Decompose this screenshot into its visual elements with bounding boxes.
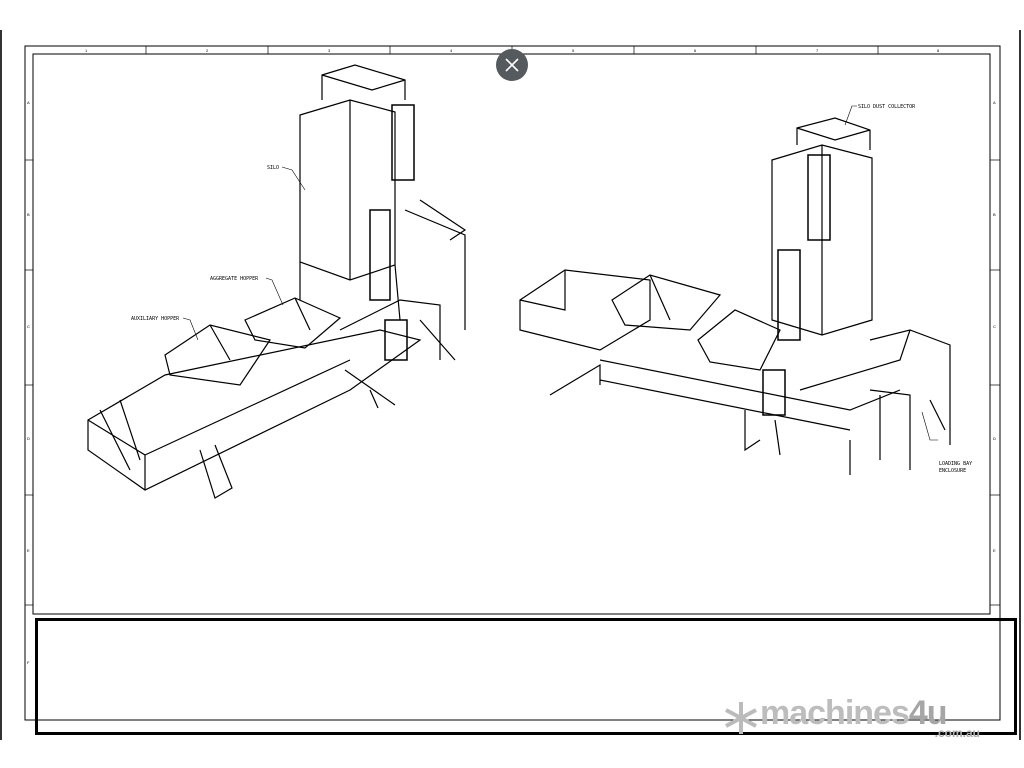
svg-text:1: 1 xyxy=(85,48,88,53)
plant-right xyxy=(519,117,951,475)
svg-text:B: B xyxy=(993,212,996,217)
label-auxiliary-hopper: AUXILIARY HOPPER xyxy=(131,316,180,322)
svg-text:8: 8 xyxy=(937,48,940,53)
caption-box xyxy=(35,618,1017,735)
svg-text:6: 6 xyxy=(694,48,697,53)
svg-text:D: D xyxy=(993,436,996,441)
svg-text:5: 5 xyxy=(572,48,575,53)
svg-text:D: D xyxy=(27,436,30,441)
leaders xyxy=(182,105,938,441)
svg-text:A: A xyxy=(27,100,30,105)
label-loading-bay: LOADING BAY xyxy=(939,461,972,467)
svg-text:A: A xyxy=(993,100,996,105)
inner-border xyxy=(32,53,991,615)
svg-text:7: 7 xyxy=(816,48,819,53)
column-markers: 1 2 3 4 5 6 7 8 xyxy=(85,48,940,53)
close-button[interactable] xyxy=(496,49,528,81)
outer-border xyxy=(24,45,1001,721)
label-silo-dust-collector: SILO DUST COLLECTOR xyxy=(858,104,916,110)
label-silo: SILO xyxy=(267,165,279,171)
svg-text:E: E xyxy=(993,548,996,553)
close-icon xyxy=(505,58,519,72)
svg-text:3: 3 xyxy=(328,48,331,53)
snowflake-logo-icon xyxy=(725,702,757,734)
label-aggregate-hopper: AGGREGATE HOPPER xyxy=(210,276,259,282)
svg-text:2: 2 xyxy=(206,48,209,53)
svg-text:F: F xyxy=(27,660,30,665)
svg-text:E: E xyxy=(27,548,30,553)
plant-left xyxy=(87,64,467,499)
watermark-logo: machines4u .com.au xyxy=(722,694,992,742)
svg-text:C: C xyxy=(27,324,30,329)
svg-text:4: 4 xyxy=(450,48,453,53)
label-loading-bay-enclosure: ENCLOSURE xyxy=(939,468,966,474)
svg-text:B: B xyxy=(27,212,30,217)
row-markers: A B C D E F A B C D E xyxy=(27,100,996,665)
svg-text:C: C xyxy=(993,324,996,329)
